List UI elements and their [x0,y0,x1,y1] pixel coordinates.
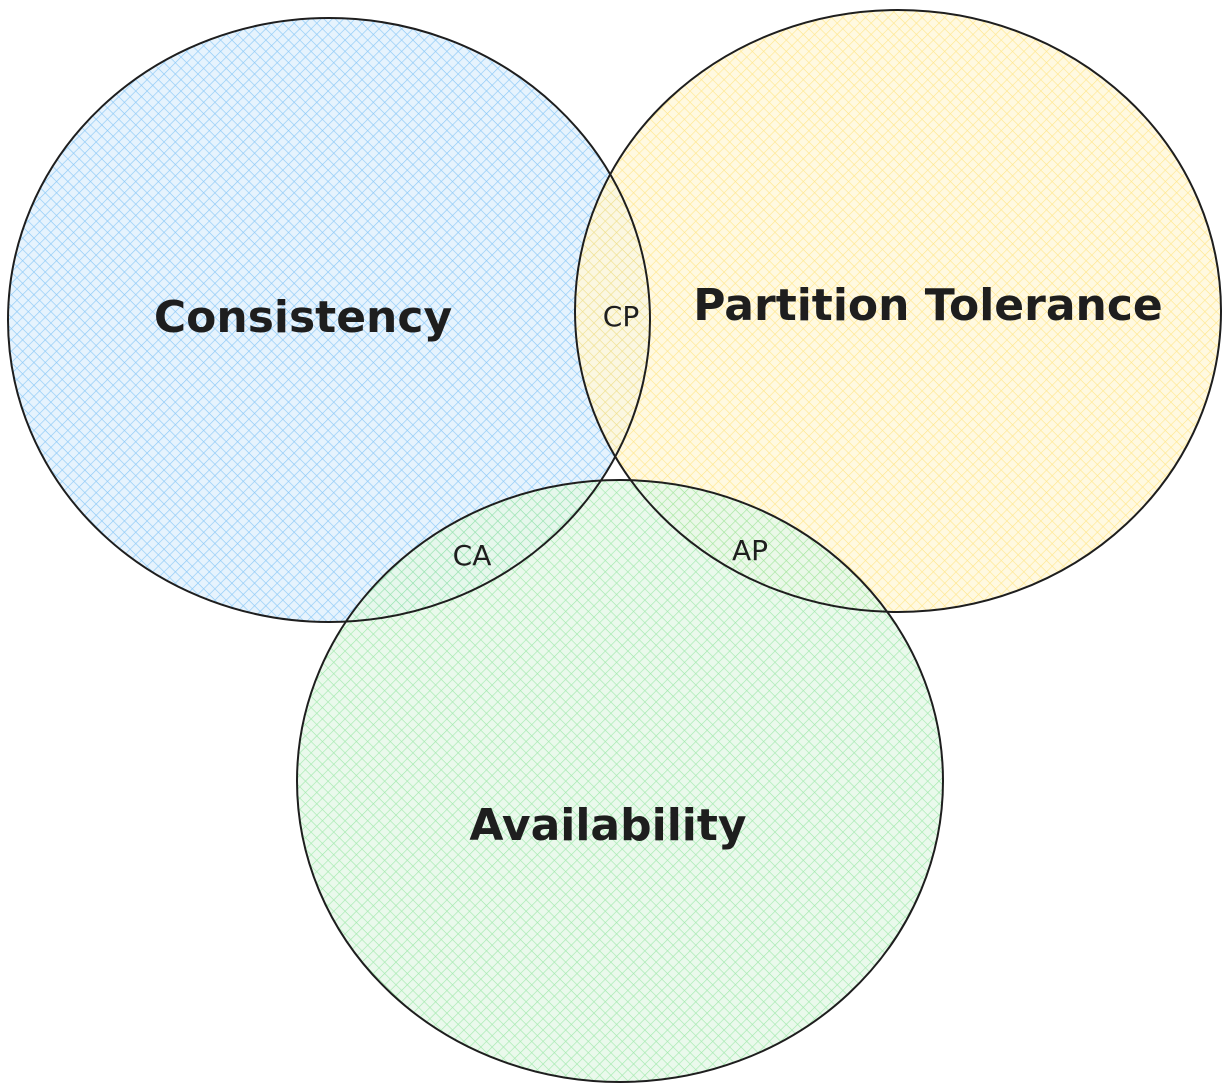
availability-label: Availability [469,800,746,851]
consistency-outline [7,17,651,623]
circle-outlines [7,9,1222,1083]
consistency-circle[interactable] [8,18,650,622]
availability-circle[interactable] [297,480,943,1082]
partition-tolerance-label: Partition Tolerance [693,280,1163,331]
ca-label: CA [453,539,492,572]
cp-label: CP [603,300,639,333]
consistency-label: Consistency [154,292,452,343]
partition-tolerance-outline [574,9,1222,613]
availability-outline [296,479,944,1083]
partition-tolerance-circle[interactable] [575,10,1221,612]
ap-label: AP [732,534,768,567]
